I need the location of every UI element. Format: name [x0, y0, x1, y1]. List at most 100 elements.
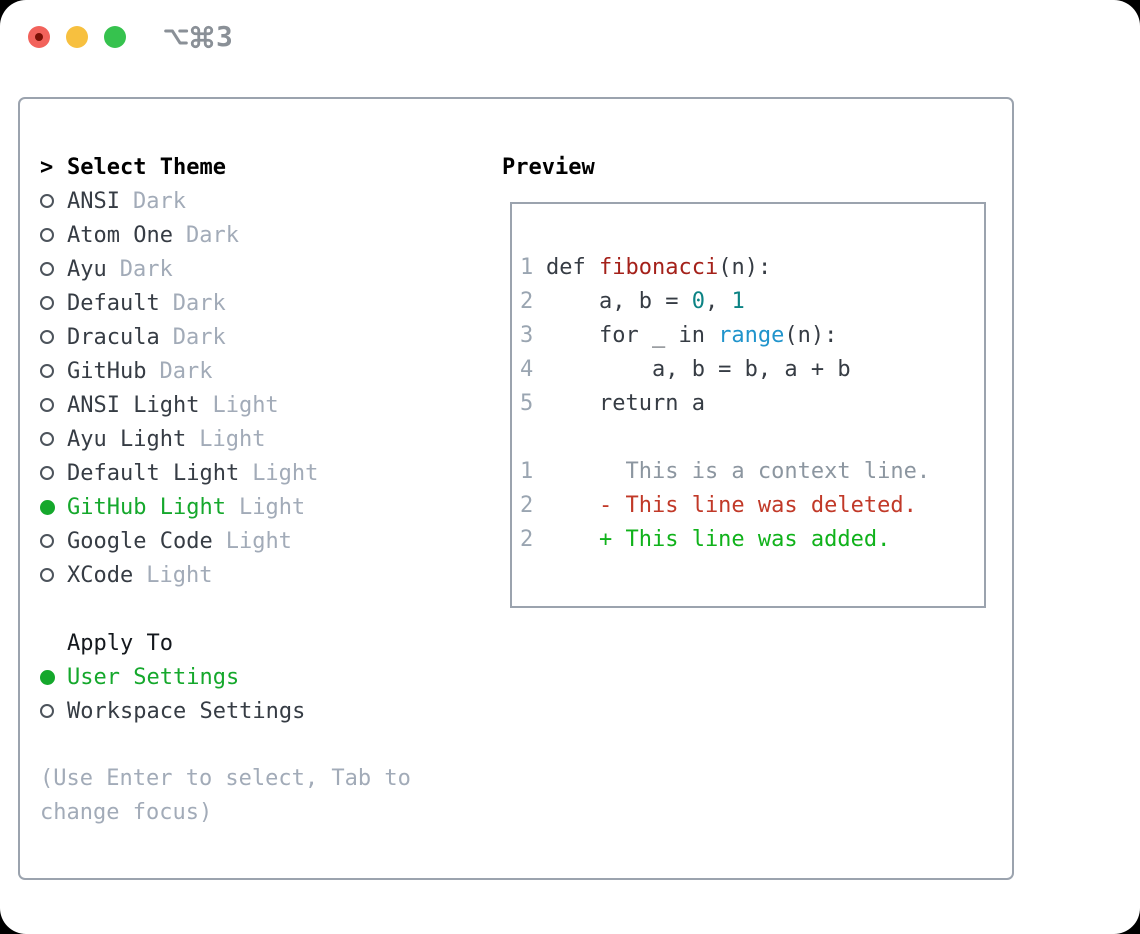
code-token: fibonacci — [598, 254, 719, 280]
diff-line-added: 2 + This line was added. — [520, 522, 984, 556]
theme-option-github-light[interactable]: GitHub Light Light — [40, 490, 480, 524]
line-number: 3 — [520, 322, 534, 348]
radio-icon — [40, 194, 67, 208]
code-token: 0 — [691, 288, 705, 314]
diff-text: + This line was added. — [546, 526, 891, 552]
code-content: return a — [546, 391, 705, 416]
line-number: 2 — [520, 492, 534, 518]
minimize-button[interactable] — [66, 26, 88, 48]
line-number: 4 — [520, 356, 534, 382]
theme-option-github[interactable]: GitHub Dark — [40, 354, 480, 388]
preview-heading: Preview — [502, 154, 595, 180]
line-number: 2 — [520, 288, 534, 314]
diff-text: - This line was deleted. — [546, 492, 917, 518]
tab-shortcut: 3 — [163, 21, 233, 53]
theme-name: Google Code — [67, 528, 213, 554]
theme-variant-label: Light — [146, 562, 213, 588]
code-token: (n): — [718, 254, 772, 280]
theme-variant-label: Light — [238, 494, 306, 520]
apply-option-user-settings[interactable]: User Settings — [40, 660, 480, 694]
apply-option-workspace-settings[interactable]: Workspace Settings — [40, 694, 480, 728]
theme-variant-label: Dark — [172, 290, 226, 316]
line-number: 5 — [520, 390, 534, 416]
zoom-button[interactable] — [104, 26, 126, 48]
theme-variant-label: Light — [252, 460, 319, 486]
diff-text: This is a context line. — [546, 458, 931, 484]
theme-name: ANSI — [67, 188, 120, 214]
code-token: return a — [546, 390, 705, 416]
help-text: (Use Enter to select, Tab to change focu… — [40, 766, 411, 825]
gap — [40, 728, 480, 762]
theme-option-dracula[interactable]: Dracula Dark — [40, 320, 480, 354]
apply-to-heading-row: Apply To — [40, 626, 480, 660]
theme-variant-label: Dark — [132, 188, 186, 214]
theme-option-google-code[interactable]: Google Code Light — [40, 524, 480, 558]
code-content: a, b = b, a + b — [546, 357, 851, 382]
radio-icon — [40, 228, 67, 242]
prompt-caret: > — [40, 154, 54, 180]
theme-option-default[interactable]: Default Dark — [40, 286, 480, 320]
theme-name: Ayu Light — [67, 426, 187, 452]
select-theme-heading-row: > Select Theme — [40, 150, 480, 184]
code-token: for _ in — [546, 322, 719, 348]
code-token: a, b = — [546, 288, 692, 314]
theme-name: Atom One — [67, 222, 173, 248]
close-dot-icon — [35, 33, 43, 41]
option-icon — [163, 24, 189, 50]
code-line: 1 def fibonacci(n): — [520, 250, 984, 284]
select-theme-heading: Select Theme — [67, 154, 226, 180]
theme-option-xcode[interactable]: XCode Light — [40, 558, 480, 592]
selected-radio-icon — [40, 499, 67, 515]
close-button[interactable] — [28, 26, 50, 48]
code-token: a, b = b, a + b — [546, 356, 851, 382]
traffic-lights — [28, 26, 126, 48]
code-content: for _ in range(n): — [546, 323, 837, 348]
theme-option-atom-one[interactable]: Atom One Dark — [40, 218, 480, 252]
theme-variant-label: Dark — [159, 358, 213, 384]
theme-name: GitHub Light — [67, 494, 226, 520]
theme-variant-label: Dark — [185, 222, 239, 248]
code-token: (n): — [784, 322, 838, 348]
command-icon — [189, 24, 215, 50]
radio-icon — [40, 296, 67, 310]
apply-option-label: Workspace Settings — [67, 698, 306, 724]
code-content: def fibonacci(n): — [546, 255, 771, 280]
theme-name: Default — [67, 290, 160, 316]
radio-icon — [40, 704, 67, 718]
code-token: range — [718, 322, 785, 348]
theme-option-ansi[interactable]: ANSI Dark — [40, 184, 480, 218]
theme-variant-label: Dark — [172, 324, 226, 350]
line-number: 2 — [520, 526, 534, 552]
code-line: 2 a, b = 0, 1 — [520, 284, 984, 318]
line-number: 1 — [520, 254, 534, 280]
theme-variant-label: Light — [225, 528, 292, 554]
code-line: 3 for _ in range(n): — [520, 318, 984, 352]
theme-variant-label: Light — [212, 392, 279, 418]
code-token: def — [546, 254, 599, 280]
diff-lines: 1 This is a context line.2 - This line w… — [520, 454, 984, 556]
theme-name: Default Light — [67, 460, 240, 486]
radio-icon — [40, 534, 67, 548]
apply-option-label: User Settings — [67, 664, 240, 690]
apply-to-heading: Apply To — [67, 630, 173, 656]
gap — [520, 420, 984, 454]
theme-name: Dracula — [67, 324, 160, 350]
theme-name: GitHub — [67, 358, 147, 384]
code-content: a, b = 0, 1 — [546, 289, 745, 314]
theme-name: Ayu — [67, 256, 107, 282]
radio-icon — [40, 466, 67, 480]
theme-option-default-light[interactable]: Default Light Light — [40, 456, 480, 490]
radio-icon — [40, 262, 67, 276]
theme-name: XCode — [67, 562, 134, 588]
code-token: , — [704, 288, 732, 314]
tab-number: 3 — [216, 20, 233, 53]
